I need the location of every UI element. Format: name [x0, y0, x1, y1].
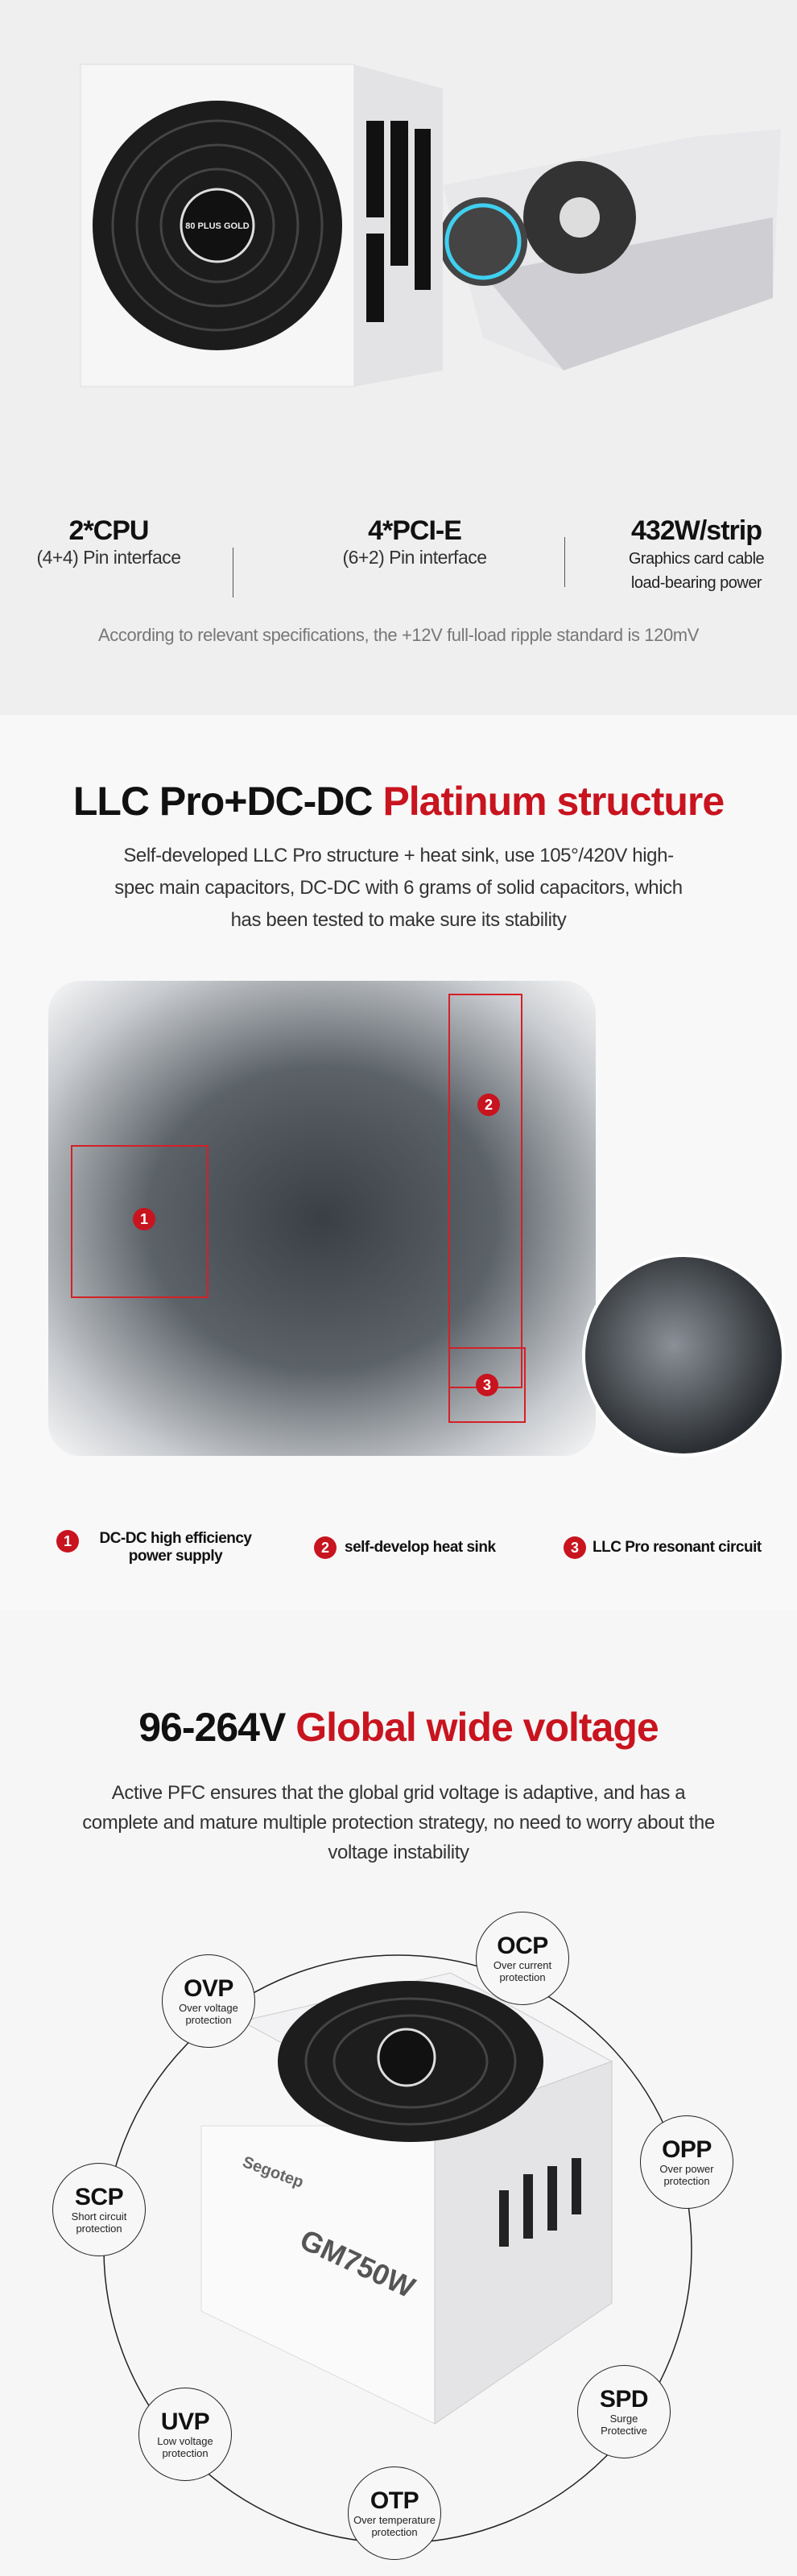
- spec-cpu-title: 2*CPU: [68, 515, 150, 546]
- marker-box-2: [448, 994, 522, 1388]
- protection-code: SPD: [599, 2386, 649, 2413]
- legend-label: LLC Pro resonant circuit: [593, 1539, 762, 1556]
- spec-pcie: 4*PCI-E (6+2) Pin interface: [266, 515, 564, 569]
- marker-box-1: [71, 1145, 209, 1298]
- protection-desc: Short circuit protection: [71, 2210, 127, 2235]
- protection-desc: Over voltage protection: [179, 2002, 238, 2026]
- capacitor-zoom-image: [582, 1254, 785, 1457]
- legend-label: self-develop heat sink: [345, 1539, 496, 1556]
- protection-code: OVP: [184, 1975, 233, 2002]
- legend-label: DC-DC high efficiency power supply: [99, 1530, 252, 1565]
- voltage-description: Active PFC ensures that the global grid …: [82, 1782, 715, 1863]
- spec-pcie-title: 4*PCI-E: [368, 515, 462, 546]
- structure-title-red: Platinum structure: [382, 779, 725, 824]
- psu-and-gpu-image: 80 PLUS GOLD: [80, 64, 781, 387]
- protection-desc: Over current protection: [493, 1959, 552, 1983]
- spec-cpu: 2*CPU (4+4) Pin interface: [0, 515, 217, 569]
- structure-heading: LLC Pro+DC-DC Platinum structure: [0, 778, 797, 825]
- voltage-title-black: 96-264V: [138, 1705, 286, 1750]
- marker-1: 1: [133, 1208, 155, 1230]
- structure-title-black: LLC Pro+DC-DC: [72, 779, 374, 824]
- spec-power-sub: Graphics card cable: [628, 550, 765, 568]
- protection-desc: Surge Protective: [601, 2413, 647, 2437]
- spec-pcie-sub: (6+2) Pin interface: [342, 547, 487, 568]
- spec-power-sub: load-bearing power: [630, 574, 762, 592]
- legend-number: 3: [564, 1536, 586, 1559]
- protection-code: OTP: [370, 2487, 419, 2514]
- protection-desc: Low voltage protection: [157, 2435, 213, 2459]
- legend-number: 1: [56, 1530, 79, 1553]
- legend-item-3: 3 LLC Pro resonant circuit: [564, 1536, 762, 1559]
- legend-number: 2: [314, 1536, 337, 1559]
- marker-2: 2: [477, 1094, 500, 1116]
- ripple-note: According to relevant specifications, th…: [98, 625, 699, 645]
- protection-code: SCP: [74, 2184, 124, 2210]
- structure-section: LLC Pro+DC-DC Platinum structure Self-de…: [0, 715, 797, 1611]
- protection-code: OCP: [497, 1933, 548, 1959]
- spec-power: 432W/strip Graphics card cable load-bear…: [604, 515, 789, 595]
- structure-description: Self-developed LLC Pro structure + heat …: [114, 845, 683, 931]
- connector-section: 80 PLUS GOLD 2*CPU (4+4) Pin interface 4…: [0, 0, 797, 715]
- voltage-heading: 96-264V Global wide voltage: [0, 1704, 797, 1751]
- protection-code: UVP: [160, 2409, 210, 2435]
- spec-cpu-sub: (4+4) Pin interface: [36, 547, 181, 568]
- divider: [564, 537, 565, 587]
- voltage-title-red: Global wide voltage: [295, 1705, 659, 1750]
- protection-ring: Segotep GM750W: [103, 1954, 692, 2544]
- spec-power-title: 432W/strip: [631, 515, 762, 546]
- 80-plus-gold-badge: 80 PLUS GOLD: [185, 221, 250, 231]
- protection-desc: Over power protection: [659, 2163, 714, 2187]
- marker-box-3: [448, 1347, 526, 1423]
- protection-code: OPP: [662, 2136, 712, 2163]
- protection-desc: Over temperature protection: [353, 2514, 436, 2538]
- marker-3: 3: [476, 1374, 498, 1396]
- legend-item-2: 2 self-develop heat sink: [314, 1536, 496, 1559]
- voltage-section: 96-264V Global wide voltage Active PFC e…: [0, 1611, 797, 2576]
- legend-item-1: 1 DC-DC high efficiency power supply: [56, 1530, 264, 1565]
